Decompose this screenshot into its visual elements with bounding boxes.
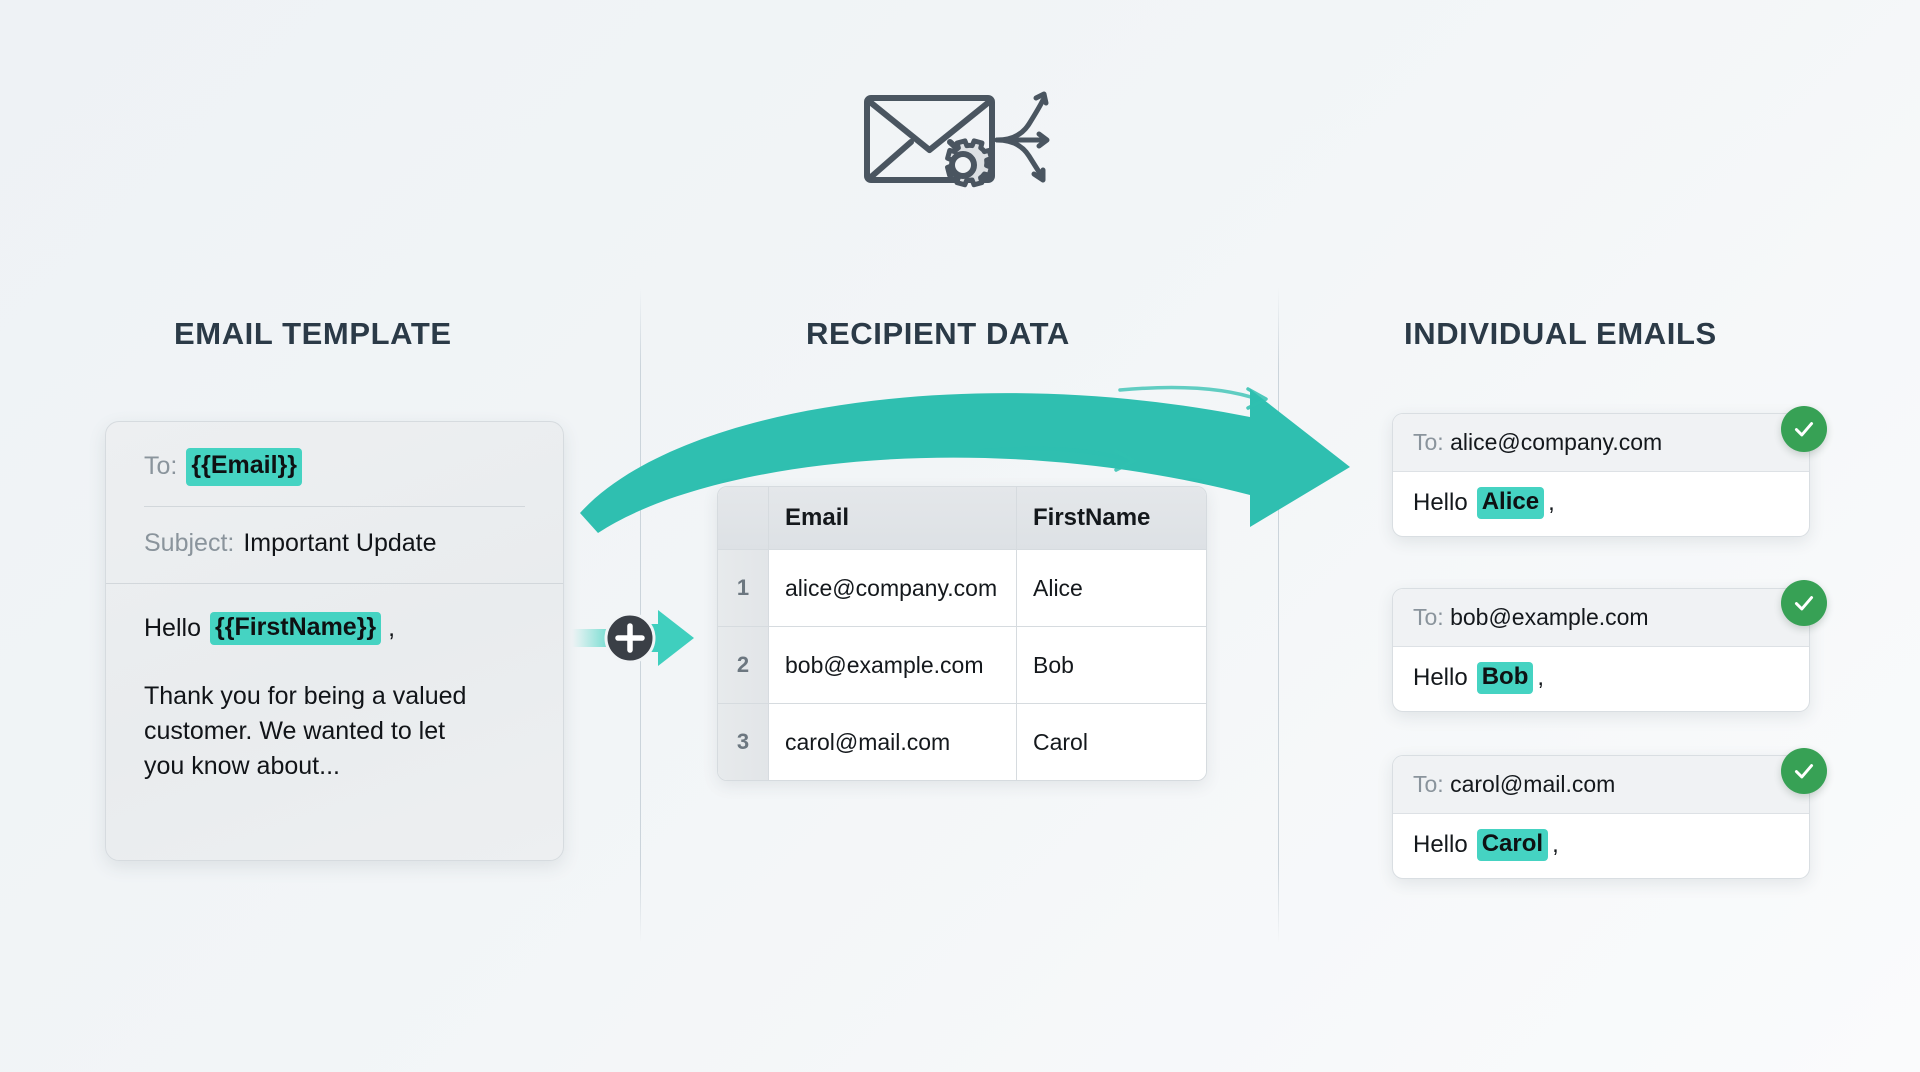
template-subject-row: Subject: Important Update [144,527,525,561]
table-header-firstname: FirstName [1017,487,1206,549]
heading-recipient-data: RECIPIENT DATA [806,316,1070,351]
email-card-header: To: bob@example.com [1393,589,1809,647]
email-to-value: alice@company.com [1450,429,1663,455]
table-body: 1 alice@company.com Alice 2 bob@example.… [718,549,1206,780]
template-greeting-row: Hello {{FirstName}} , [144,611,525,645]
template-to-token: {{Email}} [186,448,302,486]
template-subject-value: Important Update [243,528,437,557]
template-subject-label: Subject: [144,528,235,557]
flow-accent-line-lower [978,446,1132,463]
email-card-body: Hello Bob , [1393,647,1809,711]
heading-individual-emails: INDIVIDUAL EMAILS [1404,316,1717,351]
flow-accent-line-upper [1118,385,1262,402]
template-to-label: To: [144,452,178,480]
template-field-separator [144,505,525,507]
table-row[interactable]: 1 alice@company.com Alice [718,549,1206,626]
cell-email[interactable]: bob@example.com [769,627,1017,703]
table-header-email: Email [769,487,1017,549]
flow-accent-arrow-upper [1246,387,1268,410]
cell-firstname[interactable]: Bob [1017,627,1206,703]
heading-email-template: EMAIL TEMPLATE [174,316,452,351]
email-card-body: Hello Alice , [1393,472,1809,536]
table-row[interactable]: 3 carol@mail.com Carol [718,703,1206,780]
check-icon [1794,422,1814,437]
cell-firstname[interactable]: Carol [1017,704,1206,780]
cell-email[interactable]: alice@company.com [769,550,1017,626]
email-greeting-prefix: Hello [1413,664,1468,691]
template-body-section: Hello {{FirstName}} , Thank you for bein… [106,582,563,785]
table-header-gutter [718,487,769,549]
email-template-card[interactable]: To: {{Email}} Subject: Important Update … [105,421,564,861]
check-icon [1794,596,1814,611]
status-badge-sent [1781,406,1827,452]
email-card-header: To: carol@mail.com [1393,756,1809,814]
status-badge-sent [1781,748,1827,794]
email-greeting-prefix: Hello [1413,489,1468,516]
email-to-label: To: [1413,429,1444,455]
email-greeting-name: Carol [1476,829,1549,861]
status-badge-sent [1781,580,1827,626]
merge-plus-icon [615,623,645,653]
merge-connector[interactable] [572,598,712,678]
individual-email-card[interactable]: To: carol@mail.com Hello Carol , [1392,755,1810,879]
email-to-label: To: [1413,604,1444,630]
table-header: Email FirstName [718,487,1206,549]
row-number: 3 [718,704,769,780]
template-header-section: To: {{Email}} Subject: Important Update [106,422,563,583]
email-greeting-suffix: , [1537,664,1545,691]
email-to-value: bob@example.com [1450,604,1649,630]
column-divider-right [1278,288,1279,943]
cell-firstname[interactable]: Alice [1017,550,1206,626]
email-card-header: To: alice@company.com [1393,414,1809,472]
row-number: 2 [718,627,769,703]
email-greeting-name: Alice [1476,487,1545,519]
template-greeting-token: {{FirstName}} [209,611,382,645]
template-to-row: To: {{Email}} [144,448,525,486]
email-greeting-suffix: , [1548,489,1555,516]
email-greeting-prefix: Hello [1413,831,1468,858]
row-number: 1 [718,550,769,626]
envelope-gear-arrows-icon [855,78,1065,198]
individual-email-card[interactable]: To: alice@company.com Hello Alice , [1392,413,1810,537]
table-header-row: Email FirstName [718,487,1206,549]
merge-arrow-icon [650,610,694,666]
check-icon [1794,764,1814,779]
individual-email-card[interactable]: To: bob@example.com Hello Bob , [1392,588,1810,712]
email-to-value: carol@mail.com [1450,771,1616,797]
email-to-label: To: [1413,771,1444,797]
recipient-data-table[interactable]: Email FirstName 1 alice@company.com Alic… [717,486,1207,781]
email-greeting-name: Bob [1476,662,1534,694]
template-greeting-suffix: , [388,613,396,642]
email-greeting-suffix: , [1552,831,1559,858]
email-card-body: Hello Carol , [1393,814,1809,878]
table-row[interactable]: 2 bob@example.com Bob [718,626,1206,703]
template-greeting-prefix: Hello [144,613,201,642]
flow-accent-arrow-lower [1114,449,1136,472]
cell-email[interactable]: carol@mail.com [769,704,1017,780]
template-body-text: Thank you for being a valued customer. W… [144,681,467,781]
